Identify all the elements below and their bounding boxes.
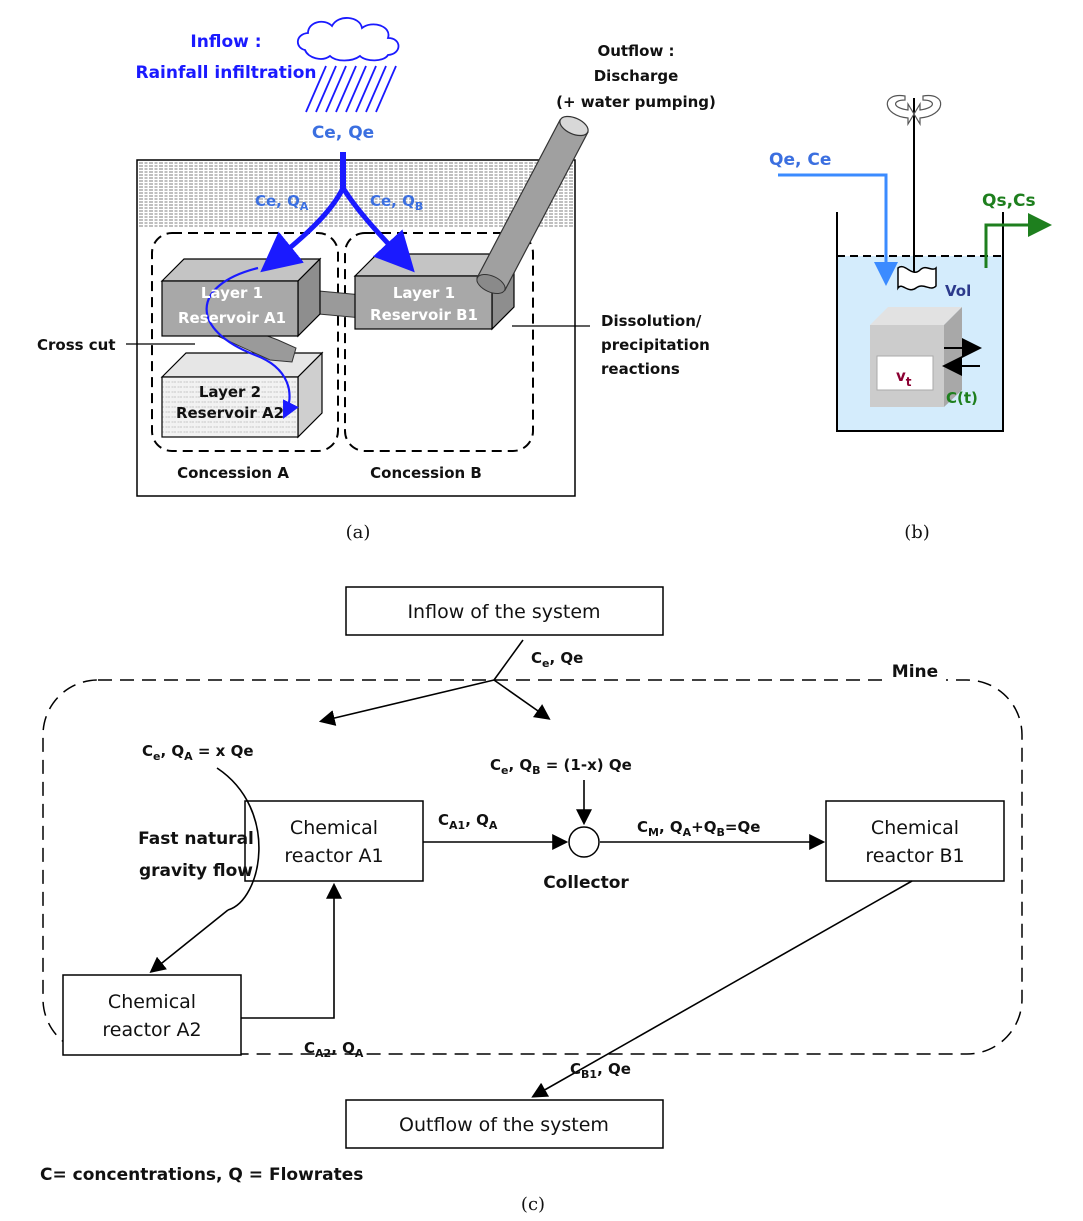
b1-to-outflow-arrow [531,880,913,1098]
panel-c: Mine Inflow of the system Outflow of the… [40,586,1023,1215]
ce-qb-label: Ce, QB [370,192,423,213]
caption-c: (c) [521,1194,545,1215]
reservoir-a2 [160,351,324,439]
gravity-flow-curve [216,767,260,911]
reservoir-a1 [160,257,322,338]
inflow-line [493,639,524,681]
solid-volume-cube [870,307,962,407]
reactor-b1-box [825,800,1005,882]
inflow-title: Inflow : [190,32,261,52]
concession-b-boundary [344,232,534,452]
mine-label: Mine [892,662,938,682]
fast-flow-line1: Fast natural [138,829,254,849]
concession-b-label: Concession B [370,464,482,482]
outlet-arrow [984,213,1052,268]
stirrer-icon [886,95,942,291]
gravity-flow-arrow [149,909,229,974]
tank-wall [836,212,1004,432]
dissolution-line3: reactions [601,360,680,378]
inflow-flow-label: Ce, Qe [531,649,583,670]
reservoir-a2-line2: Reservoir A2 [176,404,284,422]
caption-b: (b) [904,522,930,543]
outflow-pipe [476,115,589,295]
reservoir-a1-line1: Layer 1 [201,284,263,302]
a2-to-a1-arrow [241,882,342,1019]
reservoir-b1-line1: Layer 1 [393,284,455,302]
collector-label: Collector [543,873,629,893]
reactor-a1-line2: reactor A1 [284,845,383,867]
inlet-arrow [778,173,898,286]
vt-label: vt [896,367,912,389]
outflow-line3: (+ water pumping) [556,93,716,111]
split-arrow-b [493,679,551,720]
caption-a: (a) [346,522,371,543]
collector-node [568,826,600,858]
vol-label: Vol [945,282,971,300]
inflow-subtitle: Rainfall infiltration [135,63,316,83]
surface-layer [138,161,574,227]
infiltration-arrows [205,152,415,419]
qb-split-label: Ce, QB = (1-x) Qe [490,756,632,777]
ce-qe-label: Ce, Qe [312,123,374,143]
cross-cut-label: Cross cut [37,336,116,354]
qa-split-label: Ce, QA = x Qe [142,742,254,763]
reactor-a2-box [62,974,242,1056]
inflow-box-label: Inflow of the system [407,601,600,623]
concession-a-boundary [151,232,339,452]
reservoir-a1-line2: Reservoir A1 [178,309,286,327]
outflow-box-label: Outflow of the system [399,1114,609,1136]
reactor-b1-line2: reactor B1 [865,845,964,867]
reactor-a2-line2: reactor A2 [102,1019,201,1041]
reactor-a1-line1: Chemical [290,817,378,839]
dissolution-line2: precipitation [601,336,710,354]
ce-qa-label: Ce, QA [255,192,309,213]
reactor-a1-box [244,800,424,882]
fast-flow-line2: gravity flow [139,861,253,881]
outflow-line2: Discharge [594,67,679,85]
legend-text: C= concentrations, Q = Flowrates [40,1165,363,1185]
panel-a: Inflow : Rainfall infiltration Ce, Qe Ce… [37,17,716,543]
mine-boundary [42,679,1023,1055]
qs-cs-label: Qs,Cs [982,191,1036,211]
split-arrow-a [318,679,495,726]
qe-ce-label: Qe, Ce [769,150,831,170]
reactor-b1-line1: Chemical [871,817,959,839]
ct-label: C(t) [946,389,978,407]
ca2-label: CA2, QA [304,1039,364,1060]
ca1-label: CA1, QA [438,811,498,832]
concession-a-label: Concession A [177,464,289,482]
dissolution-line1: Dissolution/ [601,312,702,330]
cb1-label: CB1, Qe [570,1060,631,1081]
rain-cloud-icon [296,17,400,113]
inflow-box [345,586,664,636]
reservoir-a2-line1: Layer 2 [199,383,261,401]
panel-b: Qe, Ce Qs,Cs Vol vt C(t) (b) [769,95,1052,543]
outflow-title: Outflow : [597,42,674,60]
outflow-box [345,1099,664,1149]
reservoir-b1-line2: Reservoir B1 [370,306,478,324]
cm-label: CM, QA+QB=Qe [637,818,760,839]
reactor-a2-line1: Chemical [108,991,196,1013]
